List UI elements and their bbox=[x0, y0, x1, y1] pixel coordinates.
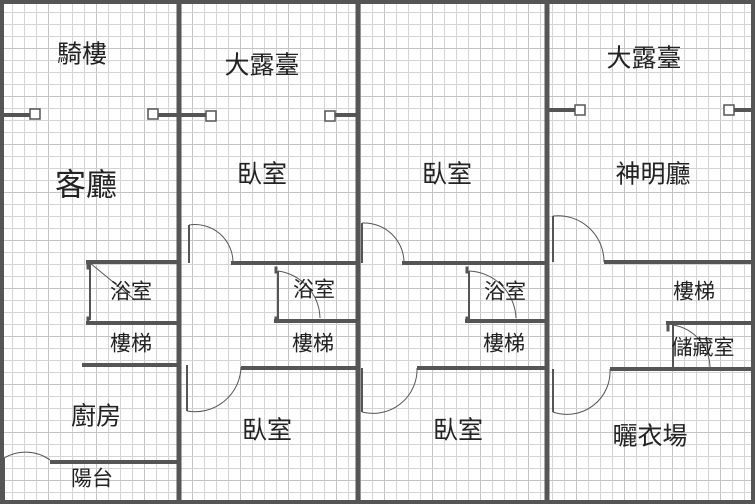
door-swing-arc bbox=[468, 270, 517, 319]
door-swing-arc bbox=[186, 366, 242, 413]
column-marker bbox=[723, 104, 735, 116]
room-label-bathroom-2: 浴室 bbox=[293, 277, 335, 302]
room-label-bedroom-3a: 臥室 bbox=[421, 159, 473, 189]
door-swing-arc bbox=[361, 367, 418, 414]
room-label-laundry: 曬衣場 bbox=[612, 421, 688, 451]
door-swing-arc bbox=[361, 222, 405, 266]
column-marker bbox=[205, 110, 217, 122]
room-label-living-room: 客廳 bbox=[55, 167, 117, 204]
doors bbox=[3, 215, 711, 500]
room-label-stairs-3: 樓梯 bbox=[483, 331, 525, 356]
column-marker bbox=[147, 108, 159, 120]
column-markers bbox=[29, 104, 735, 122]
room-label-bedroom-2a: 臥室 bbox=[236, 159, 288, 189]
door-swing-arc bbox=[3, 451, 51, 461]
room-label-bathroom-1: 浴室 bbox=[110, 279, 152, 304]
room-label-storage: 儲藏室 bbox=[671, 335, 735, 360]
room-label-terrace-1: 大露臺 bbox=[224, 50, 300, 80]
door-swing-arc bbox=[89, 262, 136, 301]
room-label-terrace-2: 大露臺 bbox=[606, 43, 682, 73]
room-label-stairs-2: 樓梯 bbox=[292, 331, 334, 356]
column-marker bbox=[29, 108, 41, 120]
door-swing-arc bbox=[552, 215, 605, 263]
door-swing-arc bbox=[188, 224, 234, 264]
room-label-kitchen: 廚房 bbox=[70, 401, 122, 431]
room-label-bedroom-3b: 臥室 bbox=[432, 415, 484, 445]
column-marker bbox=[574, 104, 586, 116]
room-label-bathroom-3: 浴室 bbox=[484, 279, 526, 304]
column-marker bbox=[324, 110, 336, 122]
door-swing-arc bbox=[277, 270, 321, 319]
door-swing-arc bbox=[672, 324, 711, 368]
room-label-bedroom-2b: 臥室 bbox=[241, 415, 293, 445]
room-label-arcade: 騎樓 bbox=[56, 39, 108, 69]
room-label-stairs-4: 樓梯 bbox=[673, 279, 715, 304]
room-label-stairs-1: 樓梯 bbox=[110, 331, 152, 356]
room-label-balcony: 陽台 bbox=[71, 466, 113, 491]
door-swing-arc bbox=[552, 368, 611, 415]
room-label-shrine-hall: 神明廳 bbox=[615, 159, 691, 189]
